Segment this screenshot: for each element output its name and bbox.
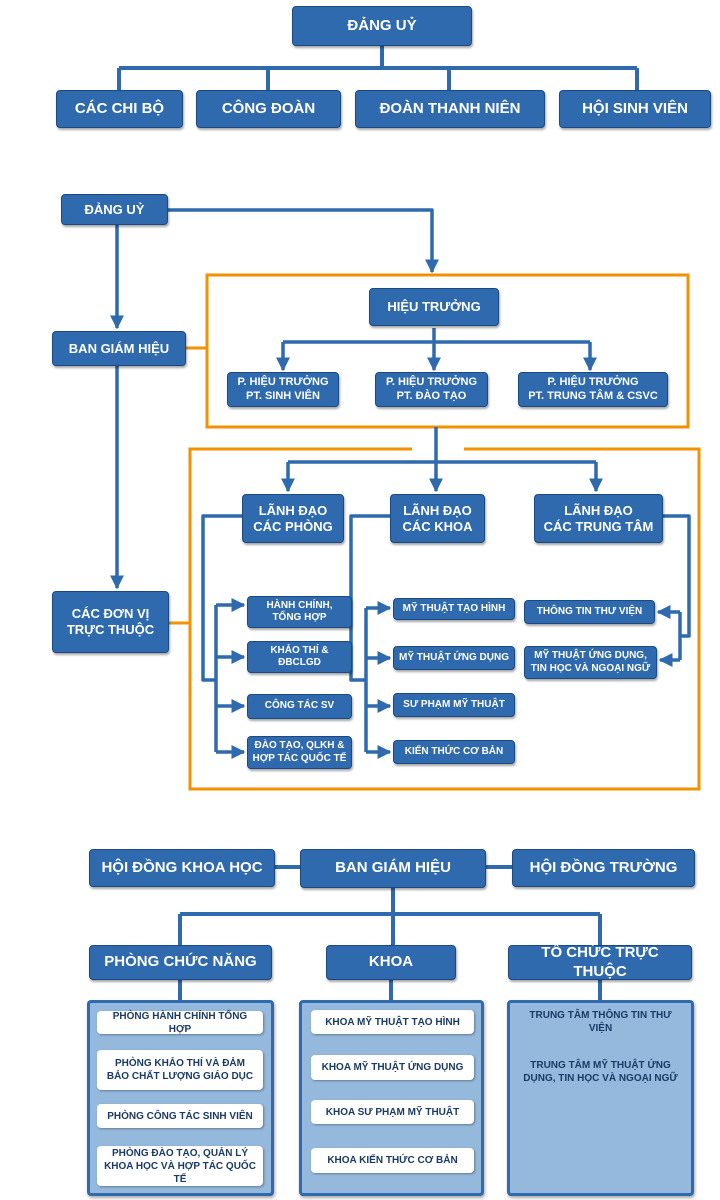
d2-cac-don-vi-label: CÁC ĐƠN VỊ TRỰC THUỘC [66, 606, 155, 637]
d3-khoa-item-1: KHOA MỸ THUẬT TẠO HÌNH [311, 1010, 474, 1034]
d2-tt-ung-dung-box: MỸ THUẬT ỨNG DỤNG, TIN HỌC VÀ NGOẠI NGỮ [524, 646, 657, 679]
d2-lanh-dao-trung-tam-label: LÃNH ĐẠO CÁC TRUNG TÂM [543, 502, 654, 534]
d2-ban-giam-hieu-label: BAN GIÁM HIỆU [68, 340, 170, 356]
d3-khoa-item-4: KHOA KIẾN THỨC CƠ BẢN [311, 1148, 474, 1173]
d3-hoi-dong-khoa-hoc-box: HỘI ĐỒNG KHOA HỌC [89, 849, 275, 887]
d2-lanh-dao-phong-box: LÃNH ĐẠO CÁC PHÒNG [242, 494, 344, 543]
d3-khoa-item-3: KHOA SƯ PHẠM MỸ THUẬT [311, 1100, 474, 1124]
d2-khoa-ung-dung-box: MỸ THUẬT ỨNG DỤNG [393, 646, 515, 670]
d2-lanh-dao-phong-label: LÃNH ĐẠO CÁC PHÒNG [253, 502, 333, 534]
d2-pht-dao-tao-label: P. HIỆU TRƯỞNG PT. ĐÀO TẠO [385, 376, 478, 402]
orange-frames [169, 273, 701, 791]
d3-phong-item-3-label: PHÒNG CÔNG TÁC SINH VIÊN [107, 1110, 253, 1122]
d3-to-chuc-item-1-label: TRUNG TÂM THÔNG TIN THƯ VIỆN [529, 1010, 672, 1034]
d2-phong-dao-tao-box: ĐÀO TẠO, QLKH & HỢP TÁC QUỐC TẾ [247, 736, 352, 769]
d2-khoa-kien-thuc-box: KIẾN THỨC CƠ BẢN [393, 740, 515, 764]
d3-hoi-dong-truong-box: HỘI ĐỒNG TRƯỜNG [512, 849, 695, 887]
d3-phong-item-3: PHÒNG CÔNG TÁC SINH VIÊN [97, 1104, 263, 1128]
d3-phong-item-1-label: PHÒNG HÀNH CHÍNH TỔNG HỢP [112, 1010, 248, 1035]
d3-khoa-item-4-label: KHOA KIẾN THỨC CƠ BẢN [327, 1155, 458, 1166]
d3-phong-item-4: PHÒNG ĐÀO TẠO, QUẢN LÝ KHOA HỌC VÀ HỢP T… [97, 1146, 263, 1186]
d3-khoa-item-2-label: KHOA MỸ THUẬT ỨNG DỤNG [321, 1062, 464, 1073]
d2-dang-uy-box: ĐẢNG UỶ [61, 194, 168, 225]
d2-phong-khao-thi-box: KHẢO THÍ & ĐBCLGD [247, 641, 352, 673]
d3-khoa-title: KHOA [326, 945, 456, 980]
d3-to-chuc-item-2-label: TRUNG TÂM MỸ THUẬT ỨNG DỤNG, TIN HỌC VÀ … [523, 1060, 678, 1084]
d1-cong-doan-label: CÔNG ĐOÀN [221, 99, 316, 117]
d1-hoi-sinh-vien-label: HỘI SINH VIÊN [582, 99, 688, 117]
diagram3-connectors [178, 865, 602, 1000]
d2-pht-sinh-vien-box: P. HIỆU TRƯỞNG PT. SINH VIÊN [227, 372, 339, 407]
d2-khoa-tao-hinh-label: MỸ THUẬT TẠO HÌNH [402, 602, 506, 614]
d3-phong-item-2-label: PHÒNG KHẢO THÍ VÀ ĐẢM BẢO CHẤT LƯỢNG GIÁ… [106, 1058, 254, 1082]
d2-dang-uy-label: ĐẢNG UỶ [84, 201, 145, 217]
d2-pht-trung-tam-label: P. HIỆU TRƯỞNG PT. TRUNG TÂM & CSVC [528, 376, 658, 402]
d2-hieu-truong-label: HIỆU TRƯỞNG [387, 299, 481, 315]
d2-tt-thu-vien-label: THÔNG TIN THƯ VIỆN [536, 605, 643, 617]
d2-phong-cong-tac-sv-box: CÔNG TÁC SV [247, 694, 352, 719]
d2-lanh-dao-khoa-label: LÃNH ĐẠO CÁC KHOA [402, 502, 473, 534]
d3-to-chuc-item-1: TRUNG TÂM THÔNG TIN THƯ VIỆN [513, 1010, 688, 1034]
d3-khoa-item-2: KHOA MỸ THUẬT ỨNG DỤNG [311, 1055, 474, 1080]
d3-to-chuc-item-2: TRUNG TÂM MỸ THUẬT ỨNG DỤNG, TIN HỌC VÀ … [513, 1052, 688, 1092]
d2-khoa-su-pham-label: SƯ PHẠM MỸ THUẬT [403, 698, 505, 710]
d2-phong-khao-thi-label: KHẢO THÍ & ĐBCLGD [270, 644, 329, 668]
d1-cac-chi-bo-label: CÁC CHI BỘ [74, 99, 165, 117]
d2-phong-hanh-chinh-box: HÀNH CHÍNH, TỔNG HỢP [247, 596, 352, 628]
d2-phong-dao-tao-label: ĐÀO TẠO, QLKH & HỢP TÁC QUỐC TẾ [252, 740, 347, 764]
d3-hoi-dong-truong-label: HỘI ĐỒNG TRƯỜNG [529, 858, 678, 876]
d2-pht-sinh-vien-label: P. HIỆU TRƯỞNG PT. SINH VIÊN [237, 376, 329, 402]
d3-phong-item-4-label: PHÒNG ĐÀO TẠO, QUẢN LÝ KHOA HỌC VÀ HỢP T… [104, 1147, 256, 1185]
d1-cong-doan-box: CÔNG ĐOÀN [196, 90, 341, 128]
d1-cac-chi-bo-box: CÁC CHI BỘ [56, 90, 183, 128]
d2-lanh-dao-khoa-box: LÃNH ĐẠO CÁC KHOA [390, 494, 485, 543]
d3-phong-item-1: PHÒNG HÀNH CHÍNH TỔNG HỢP [97, 1010, 263, 1035]
d1-dang-uy-label: ĐẢNG UỶ [347, 16, 417, 34]
d3-to-chuc-title: TỔ CHỨC TRỰC THUỘC [508, 944, 692, 980]
d2-khoa-ung-dung-label: MỸ THUẬT ỨNG DỤNG [399, 651, 509, 663]
d2-khoa-kien-thuc-label: KIẾN THỨC CƠ BẢN [404, 745, 504, 757]
diagram1-connectors [117, 46, 639, 90]
d3-to-chuc-panel [507, 1000, 694, 1196]
d2-khoa-su-pham-box: SƯ PHẠM MỸ THUẬT [393, 693, 515, 717]
d2-cac-don-vi-box: CÁC ĐƠN VỊ TRỰC THUỘC [52, 591, 169, 653]
d3-khoa-item-3-label: KHOA SƯ PHẠM MỸ THUẬT [325, 1106, 460, 1118]
d2-phong-hanh-chinh-label: HÀNH CHÍNH, TỔNG HỢP [266, 599, 333, 623]
d2-tt-thu-vien-box: THÔNG TIN THƯ VIỆN [524, 600, 655, 624]
d3-hoi-dong-khoa-hoc-label: HỘI ĐỒNG KHOA HỌC [101, 858, 263, 876]
d2-tt-ung-dung-label: MỸ THUẬT ỨNG DỤNG, TIN HỌC VÀ NGOẠI NGỮ [530, 650, 651, 674]
d2-pht-trung-tam-box: P. HIỆU TRƯỞNG PT. TRUNG TÂM & CSVC [518, 372, 668, 407]
d3-khoa-title-label: KHOA [368, 953, 414, 971]
d3-phong-chuc-nang-title: PHÒNG CHỨC NĂNG [89, 945, 272, 980]
d2-phong-cong-tac-sv-label: CÔNG TÁC SV [264, 700, 335, 712]
d1-dang-uy-box: ĐẢNG UỶ [292, 6, 472, 46]
d3-ban-giam-hieu-label: BAN GIÁM HIỆU [335, 859, 451, 877]
diagram2-connectors [110, 208, 691, 759]
d3-phong-chuc-nang-title-label: PHÒNG CHỨC NĂNG [104, 953, 257, 971]
d1-doan-thanh-nien-box: ĐOÀN THANH NIÊN [355, 90, 545, 128]
d2-pht-dao-tao-box: P. HIỆU TRƯỞNG PT. ĐÀO TẠO [375, 372, 488, 407]
d2-lanh-dao-trung-tam-box: LÃNH ĐẠO CÁC TRUNG TÂM [534, 494, 663, 543]
d3-phong-item-2: PHÒNG KHẢO THÍ VÀ ĐẢM BẢO CHẤT LƯỢNG GIÁ… [97, 1050, 263, 1090]
d2-ban-giam-hieu-box: BAN GIÁM HIỆU [52, 331, 186, 366]
d2-hieu-truong-box: HIỆU TRƯỞNG [369, 288, 499, 326]
d3-khoa-item-1-label: KHOA MỸ THUẬT TẠO HÌNH [325, 1016, 460, 1028]
d1-doan-thanh-nien-label: ĐOÀN THANH NIÊN [379, 99, 521, 117]
d1-hoi-sinh-vien-box: HỘI SINH VIÊN [559, 90, 711, 128]
d3-ban-giam-hieu-box: BAN GIÁM HIỆU [300, 849, 486, 888]
d3-to-chuc-title-label: TỔ CHỨC TRỰC THUỘC [541, 944, 659, 980]
d2-khoa-tao-hinh-box: MỸ THUẬT TẠO HÌNH [393, 598, 515, 620]
